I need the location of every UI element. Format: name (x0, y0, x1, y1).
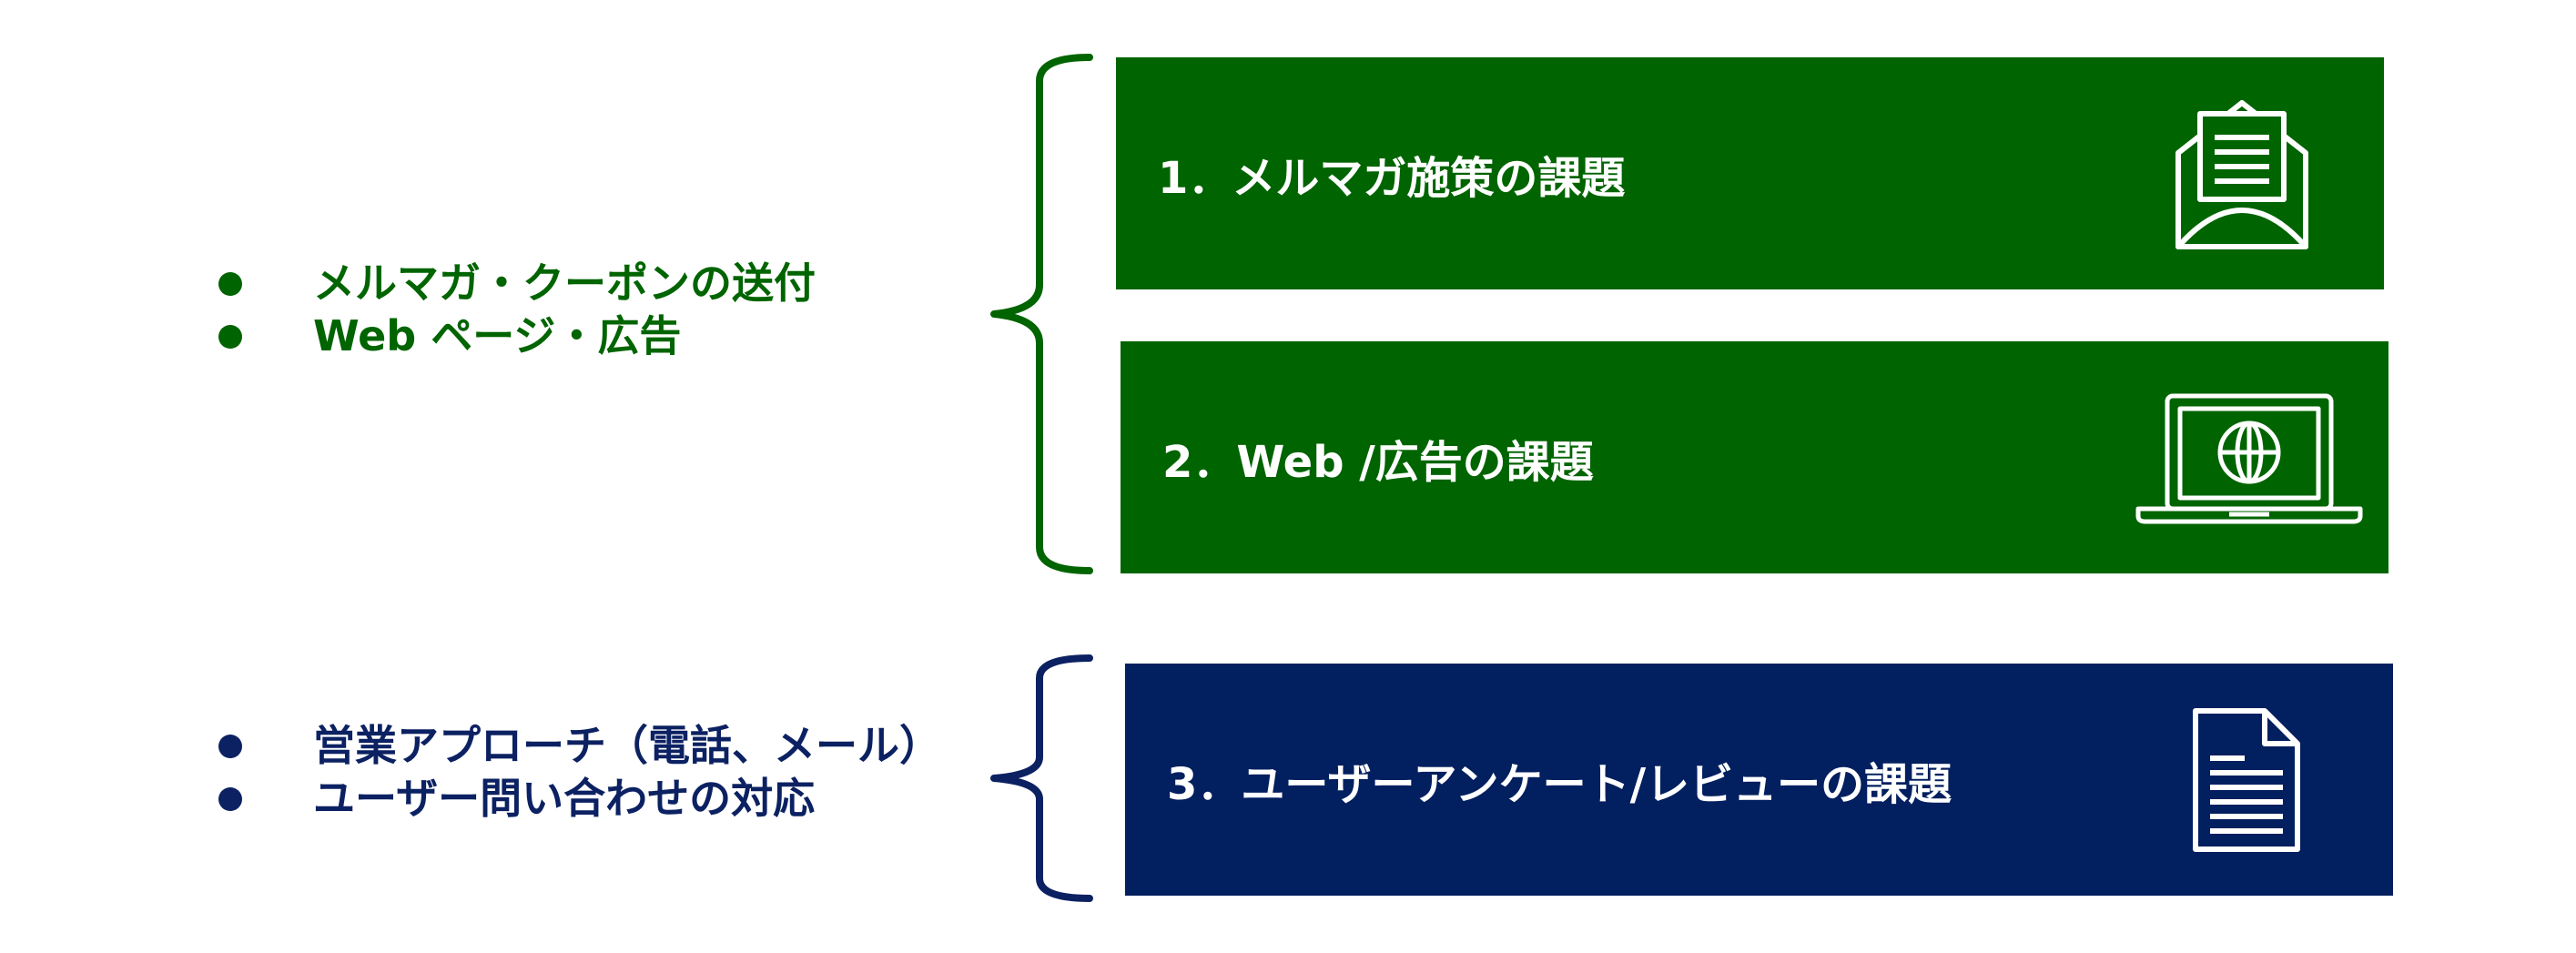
topic-label: 1．メルマガ施策の課題 (1158, 152, 1626, 204)
topic-label: 2．Web /広告の課題 (1162, 436, 1594, 488)
bullet-text: ユーザー問い合わせの対応 (313, 774, 816, 823)
topic-box-1: 1．メルマガ施策の課題 (1116, 57, 2384, 289)
laptop-globe-icon (2135, 393, 2363, 524)
bullet-dot (218, 272, 242, 296)
open-envelope-icon (2175, 100, 2308, 249)
bullet-text: 営業アプローチ（電話、メール） (313, 721, 941, 770)
bullet-dot (218, 787, 242, 811)
topic-label: 3．ユーザーアンケート/レビューの課題 (1167, 758, 1952, 810)
document-icon (2193, 708, 2300, 852)
bullet-dot (218, 735, 242, 758)
topic-box-2: 2．Web /広告の課題 (1121, 341, 2388, 573)
bullet-text: Web ページ・広告 (313, 311, 682, 360)
bullet-dot (218, 325, 242, 349)
brace-group-1 (990, 54, 1093, 574)
bullet-text: メルマガ・クーポンの送付 (313, 259, 816, 308)
brace-group-2 (990, 654, 1093, 902)
topic-box-3: 3．ユーザーアンケート/レビューの課題 (1125, 664, 2393, 896)
